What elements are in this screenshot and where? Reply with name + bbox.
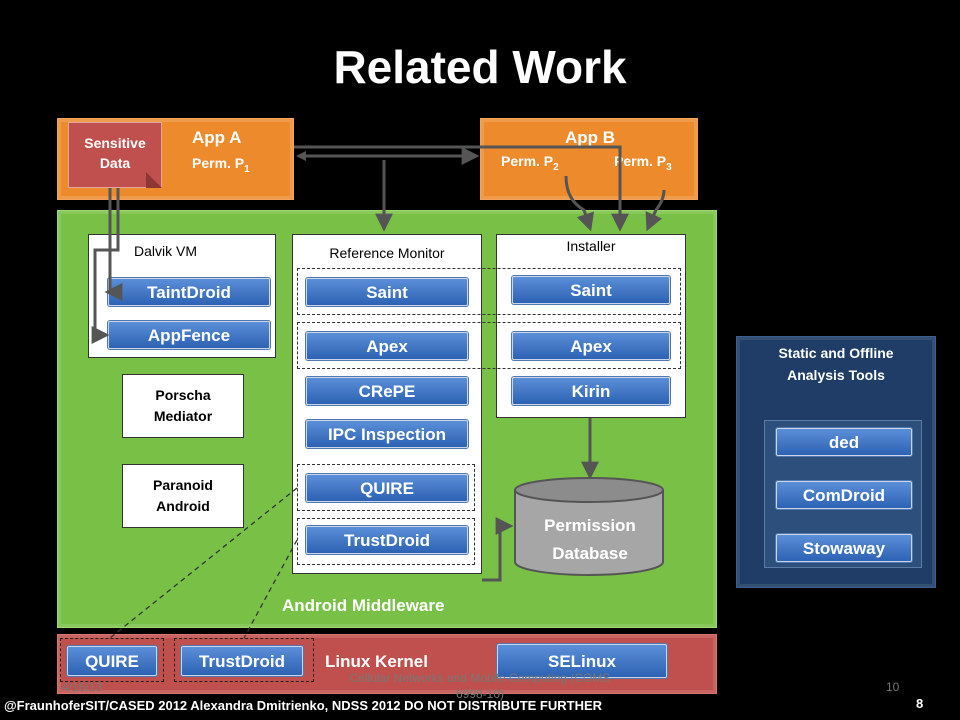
- permission-database-cylinder: [514, 477, 664, 576]
- apex-installer-button[interactable]: Apex: [512, 332, 670, 360]
- taintdroid-dalvik-button[interactable]: TaintDroid: [108, 278, 270, 306]
- porscha-mediator-label: Porscha Mediator: [153, 387, 213, 424]
- app-b-perm3-text: Perm. P: [614, 153, 667, 169]
- footer-course: Cellular Networks and Mobile Computing (…: [349, 671, 611, 701]
- crepe-button[interactable]: CRePE: [306, 377, 468, 405]
- app-b-perm2-text: Perm. P: [501, 153, 554, 169]
- app-b-perm3-sub: 3: [666, 161, 672, 173]
- app-a-perm: Perm. P1: [192, 155, 250, 175]
- apex-group-outline: [297, 322, 681, 369]
- apex-rm-button[interactable]: Apex: [306, 332, 468, 360]
- ded-button[interactable]: ded: [776, 428, 912, 456]
- saint-installer-button[interactable]: Saint: [512, 276, 670, 304]
- permission-database-label: Permission Database: [544, 516, 636, 563]
- footer-page-number: 8: [916, 696, 924, 711]
- app-a-label: App A: [192, 128, 242, 147]
- footer-date: 4/16/13: [62, 680, 103, 694]
- footer-slide-number: 10: [886, 680, 900, 694]
- app-b-label: App B: [564, 128, 616, 147]
- trustdroid-rm-outline: [297, 518, 475, 565]
- app-b-perm2-sub: 2: [553, 161, 559, 173]
- quire-rm-button[interactable]: QUIRE: [306, 474, 468, 502]
- app-a-perm-sub: 1: [244, 163, 250, 175]
- app-b-perm3: Perm. P3: [614, 153, 672, 173]
- reference-monitor-label: Reference Monitor: [329, 245, 445, 261]
- selinux-button[interactable]: SELinux: [497, 644, 667, 678]
- trustdroid-kernel-outline: [174, 638, 314, 682]
- static-analysis-label: Static and Offline Analysis Tools: [778, 345, 894, 383]
- installer-label: Installer: [566, 238, 616, 254]
- quire-kernel-outline: [60, 638, 164, 682]
- linux-kernel-label: Linux Kernel: [325, 652, 428, 671]
- saint-rm-button[interactable]: Saint: [306, 278, 468, 306]
- saint-group-outline: [297, 268, 681, 315]
- comdroid-button[interactable]: ComDroid: [776, 481, 912, 509]
- trustdroid-kernel-button[interactable]: TrustDroid: [181, 646, 303, 676]
- sensitive-data-fold: [146, 172, 162, 188]
- appfence-button[interactable]: AppFence: [108, 321, 270, 349]
- footer-credit: @FraunhoferSIT/CASED 2012 Alexandra Dmit…: [4, 698, 603, 713]
- page-title: Related Work: [333, 41, 627, 93]
- sensitive-data-label: Sensitive Data: [84, 135, 146, 171]
- porscha-mediator-box: Porscha Mediator: [122, 374, 244, 438]
- paranoid-android-box: Paranoid Android: [122, 464, 244, 528]
- quire-kernel-button[interactable]: QUIRE: [67, 646, 157, 676]
- dalvik-vm-label: Dalvik VM: [134, 243, 198, 259]
- app-b-box: App B Perm. P2 Perm. P3: [480, 118, 698, 200]
- ipc-inspection-button[interactable]: IPC Inspection: [306, 420, 468, 448]
- quire-rm-outline: [297, 464, 475, 511]
- app-a-perm-text: Perm. P: [192, 155, 245, 171]
- trustdroid-rm-button[interactable]: TrustDroid: [306, 526, 468, 554]
- android-middleware-label: Android Middleware: [282, 596, 445, 615]
- app-b-perm2: Perm. P2: [501, 153, 559, 173]
- kirin-button[interactable]: Kirin: [512, 377, 670, 405]
- paranoid-android-label: Paranoid Android: [153, 477, 213, 514]
- stowaway-button[interactable]: Stowaway: [776, 534, 912, 562]
